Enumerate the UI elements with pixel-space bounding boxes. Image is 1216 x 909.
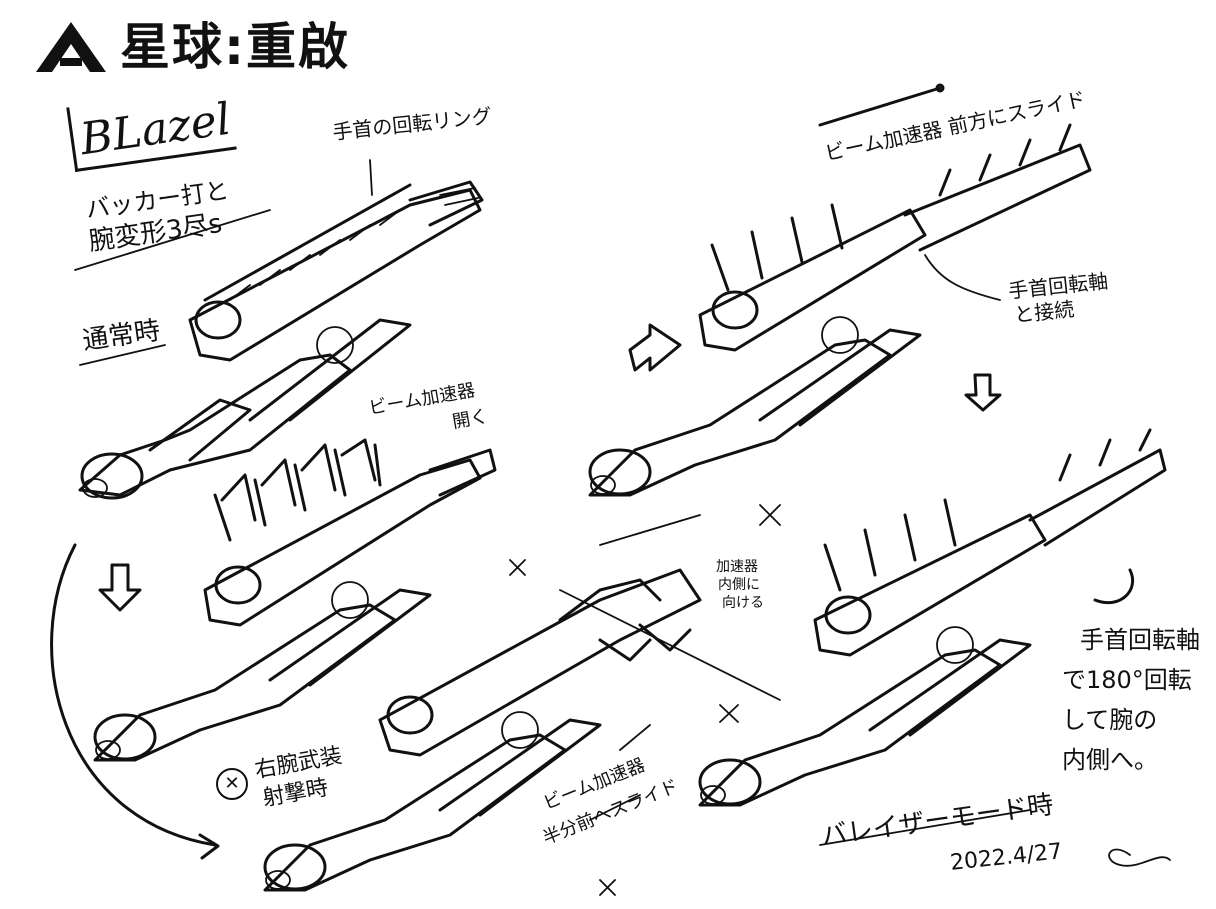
brand-logo: 星球:重啟: [34, 20, 350, 74]
arm-sketch-forward: [588, 123, 1092, 497]
rotate-note-4: 内側へ。: [1062, 746, 1158, 774]
arm-sketch-normal: [78, 180, 484, 500]
rotate-note-2: で180°回転: [1062, 666, 1192, 694]
arm-sketch-blazer-mode: [698, 428, 1167, 807]
rotate-note-1: 手首回転軸: [1080, 626, 1200, 654]
firing-mark-icon: ✕: [216, 768, 248, 800]
inner-turn-note-3: 向ける: [722, 595, 764, 611]
arm-sketch-firing: [263, 568, 702, 892]
brand-title: 星球:重啟: [120, 18, 350, 76]
rotate-note-3: して腕の: [1062, 706, 1158, 734]
inner-turn-note-2: 内側に: [718, 577, 760, 593]
inner-turn-note-1: 加速器: [716, 559, 758, 575]
flow-arrows: [50, 83, 1171, 896]
arm-sketch-open: [93, 438, 497, 762]
triangle-a-logo-icon: [36, 22, 106, 72]
